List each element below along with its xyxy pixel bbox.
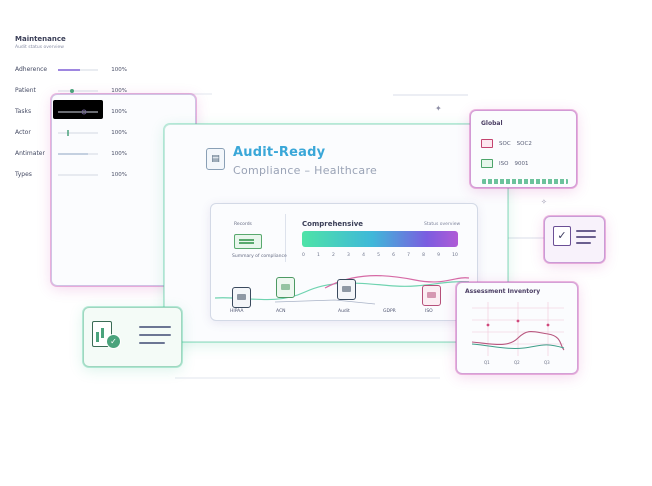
metric-row[interactable]: Types 100% <box>15 164 127 185</box>
icon-label: ISO <box>425 309 433 314</box>
standard-value: SOC2 <box>516 140 532 147</box>
compliance-gradient-bar <box>302 231 458 247</box>
small-label: GDPR <box>383 309 396 314</box>
metric-row[interactable]: Tasks 100% <box>15 101 127 122</box>
checklist-line <box>576 242 591 244</box>
tick-label: 2 <box>332 253 335 258</box>
page-subtitle: Compliance – Healthcare <box>233 164 378 177</box>
metric-value: 100% <box>111 150 127 157</box>
tick-label: 4 <box>362 253 365 258</box>
tick-label: 0 <box>302 253 305 258</box>
tick-label: 3 <box>347 253 350 258</box>
standard-value: 9001 <box>514 160 529 167</box>
chart-title: Assessment Inventory <box>465 288 541 295</box>
tick-label: 10 <box>452 253 458 258</box>
summary-bottom-label: Summary of compliance <box>232 254 287 259</box>
compliance-status-label: Status overview <box>424 222 461 227</box>
checkbox-icon: ✓ <box>553 226 571 246</box>
metrics-title: Maintenance <box>15 35 66 43</box>
report-line <box>139 334 171 336</box>
metric-sparkline <box>57 108 99 116</box>
metric-value: 100% <box>111 66 127 73</box>
calendar-icon: ▤ <box>206 148 225 170</box>
trash-icon[interactable] <box>276 277 295 298</box>
metrics-list: Maintenance Audit status overview Adhere… <box>15 35 127 180</box>
metric-row[interactable]: Adherence 100% <box>15 59 127 80</box>
compliance-ticks: 0 1 2 3 4 5 6 7 8 9 10 <box>302 253 458 258</box>
icon-label: HIPAA <box>230 309 244 314</box>
progress-strip <box>482 179 568 184</box>
small-label: ACN <box>276 309 286 314</box>
metric-value: 100% <box>111 171 127 178</box>
chart-line-green <box>471 343 565 349</box>
assessment-chart: Q1 Q2 Q3 <box>471 302 565 365</box>
chart-x-label: Q2 <box>514 360 520 365</box>
tick-label: 8 <box>422 253 425 258</box>
metric-row[interactable]: Patient 100% <box>15 80 127 101</box>
standard-code: ISO <box>499 160 509 167</box>
standards-card[interactable] <box>470 110 577 188</box>
redacted-label <box>53 100 103 119</box>
chart-x-label: Q3 <box>544 360 550 365</box>
metric-label: Types <box>15 171 32 178</box>
report-line <box>139 326 171 328</box>
card-icon <box>481 139 493 148</box>
document-icon <box>234 234 262 249</box>
metric-value: 100% <box>111 108 127 115</box>
metric-sparkline <box>57 66 99 74</box>
report-line <box>139 342 165 344</box>
metric-sparkline <box>57 87 99 95</box>
sparkle-icon: ✦ <box>435 104 442 113</box>
standards-title: Global <box>481 120 503 127</box>
metric-label: Actor <box>15 129 31 136</box>
checklist-line <box>576 236 596 238</box>
standard-row[interactable]: ISO 9001 <box>481 159 528 168</box>
compliance-label: Comprehensive <box>302 220 364 228</box>
summary-top-label: Records <box>234 222 252 227</box>
metric-label: Antimater <box>15 150 45 157</box>
metrics-subtitle: Audit status overview <box>15 45 64 50</box>
summary-box[interactable] <box>221 214 286 262</box>
icon-label: Audit <box>338 309 350 314</box>
card-icon <box>481 159 493 168</box>
metric-value: 100% <box>111 129 127 136</box>
tick-label: 7 <box>407 253 410 258</box>
metric-label: Patient <box>15 87 36 94</box>
metric-sparkline <box>57 150 99 158</box>
standard-code: SOC <box>499 140 511 147</box>
metric-label: Adherence <box>15 66 48 73</box>
chart-point <box>516 319 520 323</box>
metric-label: Tasks <box>15 108 32 115</box>
metric-row[interactable]: Actor 100% <box>15 122 127 143</box>
metric-sparkline <box>57 171 99 179</box>
check-circle-icon: ✓ <box>106 334 121 349</box>
metric-row[interactable]: Antimater 100% <box>15 143 127 164</box>
tick-label: 5 <box>377 253 380 258</box>
chart-point <box>486 323 490 327</box>
standard-row[interactable]: SOC SOC2 <box>481 139 532 148</box>
sparkle-icon: ✧ <box>541 198 547 206</box>
lock-icon[interactable] <box>232 287 251 308</box>
tick-label: 9 <box>437 253 441 258</box>
metric-sparkline <box>57 129 99 137</box>
chart-x-label: Q1 <box>484 360 490 365</box>
tick-label: 1 <box>317 253 320 258</box>
tick-label: 6 <box>392 253 395 258</box>
checklist-line <box>576 230 596 232</box>
page-title: Audit-Ready <box>233 145 326 160</box>
chart-line-pink <box>471 330 565 351</box>
assessment-chart-card[interactable] <box>456 282 578 374</box>
clipboard-icon[interactable] <box>337 279 356 300</box>
metric-value: 100% <box>111 87 127 94</box>
chart-point <box>546 323 550 327</box>
badge-icon[interactable] <box>422 285 441 306</box>
